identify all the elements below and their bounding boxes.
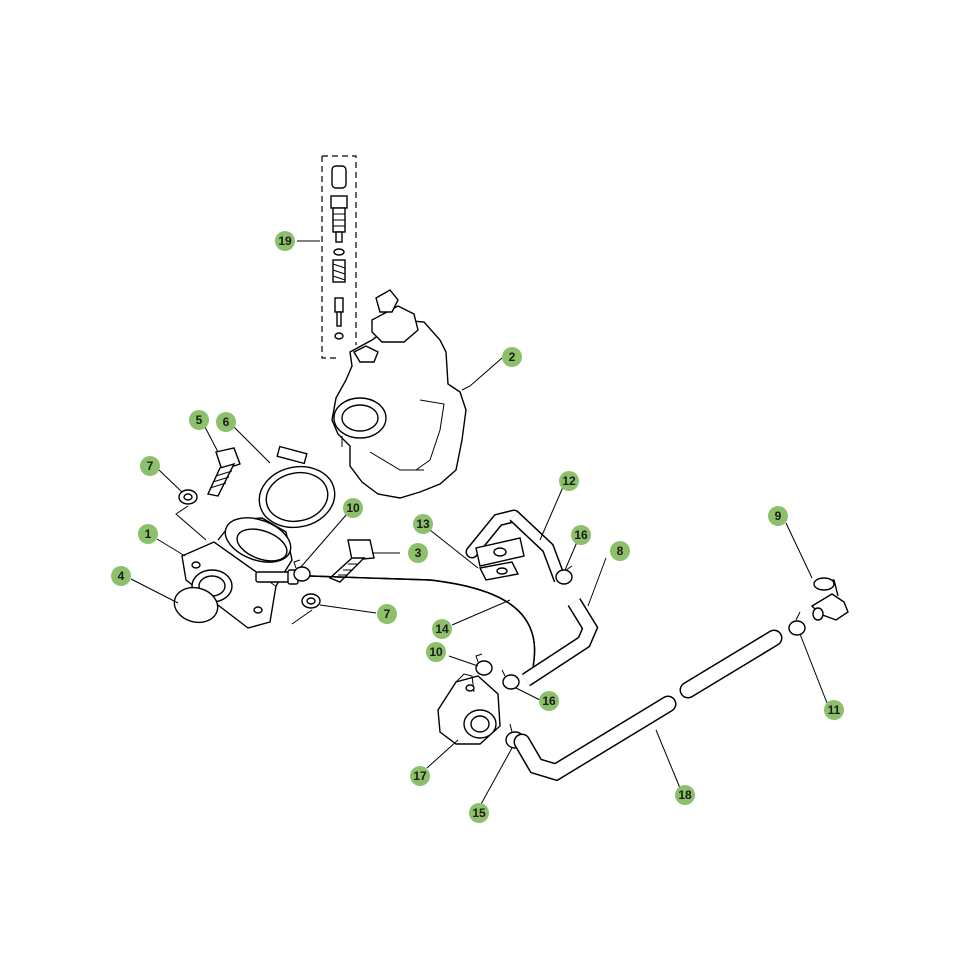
leader-lines xyxy=(130,240,828,807)
valve-assembly-19 xyxy=(321,155,357,359)
svg-text:19: 19 xyxy=(278,234,292,248)
svg-text:18: 18 xyxy=(678,788,692,802)
elbow-fitting-9 xyxy=(810,577,849,621)
svg-text:14: 14 xyxy=(435,622,449,636)
svg-text:7: 7 xyxy=(147,459,154,473)
callout-10-upper: 10 xyxy=(343,498,363,518)
hose-18 xyxy=(513,629,783,782)
bolt-3 xyxy=(328,539,375,583)
svg-text:1: 1 xyxy=(145,527,152,541)
callout-6: 6 xyxy=(216,412,236,432)
clamp-11 xyxy=(788,611,806,636)
svg-text:4: 4 xyxy=(118,569,125,583)
callout-8: 8 xyxy=(610,541,630,561)
hose-clamp-ring-6 xyxy=(258,445,336,529)
callout-14: 14 xyxy=(432,619,452,639)
svg-text:2: 2 xyxy=(509,350,516,364)
svg-text:7: 7 xyxy=(384,607,391,621)
gasket-4 xyxy=(173,586,219,624)
callout-5: 5 xyxy=(189,410,209,430)
svg-text:5: 5 xyxy=(196,413,203,427)
svg-text:10: 10 xyxy=(346,501,360,515)
callout-3: 3 xyxy=(408,543,428,563)
callout-1: 1 xyxy=(138,524,158,544)
callout-11: 11 xyxy=(824,700,844,720)
callout-10-lower: 10 xyxy=(426,642,446,662)
clamp-16-upper xyxy=(555,565,573,585)
callout-16-upper: 16 xyxy=(571,525,591,545)
callout-17: 17 xyxy=(410,766,430,786)
svg-text:10: 10 xyxy=(429,645,443,659)
callout-18: 18 xyxy=(675,785,695,805)
callout-16-lower: 16 xyxy=(539,691,559,711)
svg-text:16: 16 xyxy=(574,528,588,542)
svg-text:8: 8 xyxy=(617,544,624,558)
callout-2: 2 xyxy=(502,347,522,367)
callout-9: 9 xyxy=(768,506,788,526)
svg-text:13: 13 xyxy=(416,517,430,531)
bolt-small xyxy=(255,569,299,585)
clamp-10-upper xyxy=(293,559,311,582)
callout-15: 15 xyxy=(469,803,489,823)
callout-19: 19 xyxy=(275,231,295,251)
bolt-5 xyxy=(206,447,241,497)
callout-13: 13 xyxy=(413,514,433,534)
carburetor-body-2 xyxy=(331,289,467,499)
callout-7-upper: 7 xyxy=(140,456,160,476)
washer-7-lower xyxy=(301,593,321,609)
callout-4: 4 xyxy=(111,566,131,586)
fuel-pump-17 xyxy=(437,673,501,745)
washer-7-upper xyxy=(178,489,198,505)
svg-text:17: 17 xyxy=(413,769,427,783)
callout-7-lower: 7 xyxy=(377,604,397,624)
svg-text:11: 11 xyxy=(828,703,841,717)
svg-text:16: 16 xyxy=(542,694,556,708)
svg-text:6: 6 xyxy=(223,415,230,429)
gasket-plate-13 xyxy=(478,561,520,581)
svg-text:15: 15 xyxy=(472,806,486,820)
clamp-16-lower xyxy=(501,669,520,690)
svg-text:12: 12 xyxy=(562,474,576,488)
fuel-line-14 xyxy=(309,575,536,677)
pipe-12 xyxy=(465,509,567,583)
svg-text:9: 9 xyxy=(775,509,782,523)
callout-12: 12 xyxy=(559,471,579,491)
svg-text:3: 3 xyxy=(415,546,422,560)
intake-flange-1 xyxy=(181,517,293,629)
clamp-10-lower xyxy=(475,653,493,676)
